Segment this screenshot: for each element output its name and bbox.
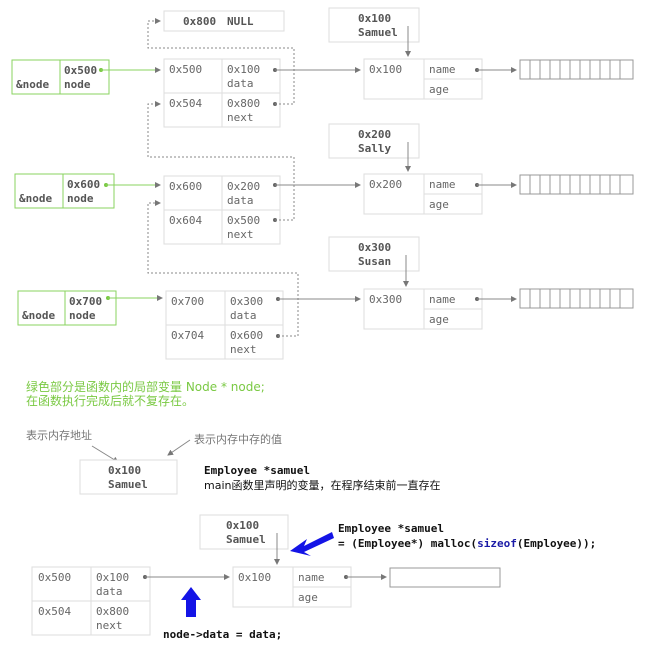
bottom-employee-struct: 0x100 name age	[232, 566, 352, 608]
malloc-example: 0x100 Samuel 0x500 0x100 data 0x504 0x80…	[31, 514, 596, 641]
svg-text:data: data	[227, 194, 254, 207]
svg-text:main函数里声明的变量，在程序结束前一直存在: main函数里声明的变量，在程序结束前一直存在	[204, 478, 440, 492]
svg-text:0x100: 0x100	[226, 519, 259, 532]
bottom-name-buffer	[389, 567, 501, 588]
svg-text:0x800: 0x800	[227, 97, 260, 110]
node-2: &node 0x600 node 0x600 0x200 data 0x604 …	[14, 123, 634, 245]
svg-text:0x700: 0x700	[69, 295, 102, 308]
svg-text:name: name	[429, 178, 456, 191]
svg-text:next: next	[96, 619, 123, 632]
svg-text:0x100: 0x100	[227, 63, 260, 76]
svg-text:Susan: Susan	[358, 255, 391, 268]
svg-text:0x504: 0x504	[169, 97, 202, 110]
local-variable-note: 绿色部分是函数内的局部变量 Node * node; 在函数执行完成后就不复存在…	[26, 379, 265, 408]
svg-text:0x600: 0x600	[230, 329, 263, 342]
svg-text:0x100: 0x100	[238, 571, 271, 584]
employee-struct-3: 0x300 name age	[363, 288, 483, 330]
list-node-1: 0x500 0x100 data 0x504 0x800 next	[163, 58, 281, 128]
svg-text:0x500: 0x500	[64, 64, 97, 77]
bottom-employee-box: 0x100 Samuel	[199, 514, 289, 550]
svg-text:0x704: 0x704	[171, 329, 204, 342]
svg-text:age: age	[429, 198, 449, 211]
svg-text:Samuel: Samuel	[108, 478, 148, 491]
svg-text:0x200: 0x200	[227, 180, 260, 193]
svg-text:NULL: NULL	[227, 15, 254, 28]
svg-text:0x300: 0x300	[358, 241, 391, 254]
svg-text:data: data	[227, 77, 254, 90]
svg-text:0x100: 0x100	[108, 464, 141, 477]
svg-text:age: age	[429, 83, 449, 96]
bottom-list-node: 0x500 0x100 data 0x504 0x800 next	[31, 566, 151, 636]
svg-text:0x500: 0x500	[227, 214, 260, 227]
svg-text:node->data = data;: node->data = data;	[163, 628, 282, 641]
blue-arrow-assign	[181, 587, 201, 617]
svg-text:0x500: 0x500	[169, 63, 202, 76]
svg-text:name: name	[298, 571, 325, 584]
name-string-buffer-1	[519, 59, 634, 80]
employee-box-3: 0x300 Susan	[328, 236, 420, 272]
svg-text:Sally: Sally	[358, 142, 391, 155]
svg-text:0x600: 0x600	[67, 178, 100, 191]
node-1: &node 0x500 node 0x500 0x100 data 0x504 …	[11, 7, 634, 128]
svg-text:0x800: 0x800	[183, 15, 216, 28]
svg-text:0x504: 0x504	[38, 605, 71, 618]
blue-arrow-malloc	[290, 532, 334, 556]
svg-text:node: node	[67, 192, 94, 205]
svg-text:Employee *samuel: Employee *samuel	[338, 522, 444, 535]
svg-text:= (Employee*) malloc(sizeof(Em: = (Employee*) malloc(sizeof(Employee));	[338, 537, 596, 550]
employee-box-1: 0x100 Samuel	[328, 7, 420, 43]
svg-text:Employee *samuel: Employee *samuel	[204, 464, 310, 477]
svg-text:0x800: 0x800	[96, 605, 129, 618]
svg-text:next: next	[227, 228, 254, 241]
list-node-3: 0x700 0x300 data 0x704 0x600 next	[165, 290, 284, 360]
local-var-node-2: &node 0x600 node	[14, 173, 115, 209]
svg-text:0x300: 0x300	[230, 295, 263, 308]
name-string-buffer-3	[519, 288, 634, 309]
svg-text:0x300: 0x300	[369, 293, 402, 306]
svg-text:next: next	[230, 343, 257, 356]
name-string-buffer-2	[519, 174, 634, 195]
svg-text:&node: &node	[22, 309, 55, 322]
svg-text:在函数执行完成后就不复存在。: 在函数执行完成后就不复存在。	[26, 393, 194, 408]
svg-text:0x200: 0x200	[358, 128, 391, 141]
employee-struct-2: 0x200 name age	[363, 173, 483, 215]
pointer-arrows	[99, 18, 517, 338]
legend: 表示内存地址 表示内存中存的值 0x100 Samuel Employee *s…	[26, 428, 440, 495]
employee-struct-1: 0x100 name age	[363, 58, 483, 100]
local-var-node-1: &node 0x500 node	[11, 59, 110, 95]
employee-box-2: 0x200 Sally	[328, 123, 420, 159]
svg-text:Samuel: Samuel	[358, 26, 398, 39]
null-node: 0x800 NULL	[163, 10, 285, 32]
svg-text:name: name	[429, 293, 456, 306]
svg-text:age: age	[298, 591, 318, 604]
node-3: &node 0x700 node 0x700 0x300 data 0x704 …	[17, 236, 634, 360]
svg-text:0x600: 0x600	[169, 180, 202, 193]
svg-text:0x700: 0x700	[171, 295, 204, 308]
local-var-node-3: &node 0x700 node	[17, 290, 117, 326]
svg-text:0x100: 0x100	[369, 63, 402, 76]
svg-text:node: node	[69, 309, 96, 322]
svg-text:0x100: 0x100	[358, 12, 391, 25]
svg-text:表示内存中存的值: 表示内存中存的值	[194, 432, 282, 446]
svg-text:0x100: 0x100	[96, 571, 129, 584]
svg-text:next: next	[227, 111, 254, 124]
svg-text:node: node	[64, 78, 91, 91]
svg-text:&node: &node	[19, 192, 52, 205]
svg-text:0x200: 0x200	[369, 178, 402, 191]
svg-text:age: age	[429, 313, 449, 326]
svg-text:data: data	[96, 585, 123, 598]
svg-text:Samuel: Samuel	[226, 533, 266, 546]
svg-text:data: data	[230, 309, 257, 322]
svg-text:&node: &node	[16, 78, 49, 91]
svg-text:表示内存地址: 表示内存地址	[26, 428, 92, 442]
svg-text:name: name	[429, 63, 456, 76]
svg-text:0x500: 0x500	[38, 571, 71, 584]
svg-text:0x604: 0x604	[169, 214, 202, 227]
list-node-2: 0x600 0x200 data 0x604 0x500 next	[163, 175, 281, 245]
svg-text:绿色部分是函数内的局部变量 Node * node;: 绿色部分是函数内的局部变量 Node * node;	[26, 379, 265, 394]
